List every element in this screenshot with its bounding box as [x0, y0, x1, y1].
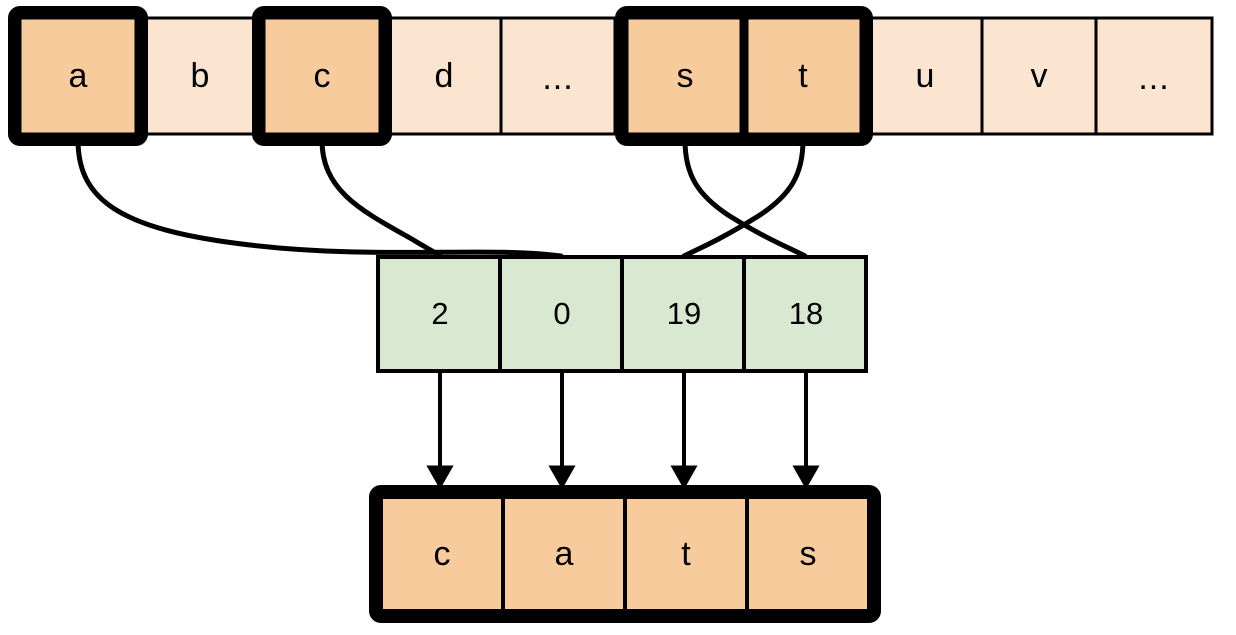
output-cell-1-label: a	[555, 535, 574, 573]
alphabet-cell-v[interactable]	[980, 16, 1098, 136]
group-outline-st	[615, 6, 873, 146]
alphabet-cell-c-label: c	[314, 57, 331, 95]
alphabet-row: a b c d ... s t u v	[18, 16, 1214, 136]
alphabet-cell-b-label: b	[191, 57, 210, 95]
curve-t-to-19	[681, 137, 806, 259]
index-cell-2[interactable]	[620, 255, 746, 373]
output-cell-0-label: c	[434, 535, 451, 573]
alphabet-cell-b[interactable]	[141, 16, 259, 136]
alphabet-cell-ellipsis-1-label: ...	[542, 59, 573, 97]
output-cell-2-label: t	[681, 535, 691, 573]
index-row: 2 0 19 18	[376, 255, 868, 373]
alphabet-cell-ellipsis-2[interactable]	[1094, 16, 1214, 136]
alphabet-cell-a-label: a	[69, 57, 88, 95]
alphabet-cell-d-label: d	[435, 57, 454, 95]
index-cell-2-value: 19	[667, 296, 701, 331]
alphabet-cell-t-label: t	[798, 57, 808, 95]
alphabet-cell-ellipsis-1[interactable]	[499, 16, 617, 136]
index-cell-0-value: 2	[431, 296, 448, 331]
arrow-connectors	[426, 372, 820, 490]
index-cell-1[interactable]	[498, 255, 624, 373]
index-cell-3[interactable]	[742, 255, 868, 373]
alphabet-cell-v-label: v	[1031, 57, 1048, 95]
curve-s-to-18	[682, 137, 808, 259]
alphabet-cell-u-label: u	[916, 57, 935, 95]
index-cell-3-value: 18	[789, 296, 823, 331]
alphabet-cell-c[interactable]	[262, 16, 382, 136]
index-cell-0[interactable]	[376, 255, 502, 373]
curve-connectors	[75, 137, 808, 259]
output-row-outline	[369, 485, 881, 623]
alphabet-cell-s-label: s	[677, 57, 694, 95]
index-cell-1-value: 0	[553, 296, 570, 331]
output-row: c a t s	[369, 485, 881, 623]
alphabet-cell-ellipsis-2-label: ...	[1138, 59, 1169, 97]
curve-a-to-0	[75, 137, 564, 259]
curve-c-to-2	[319, 137, 443, 259]
output-cell-3-label: s	[800, 535, 817, 573]
